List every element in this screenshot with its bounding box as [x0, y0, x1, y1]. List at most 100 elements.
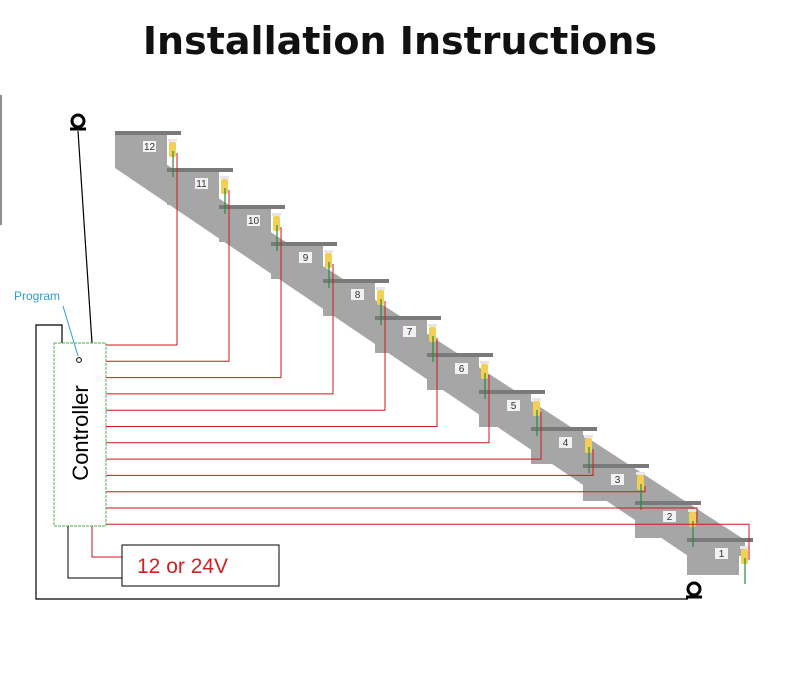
- step-number: 7: [407, 327, 413, 338]
- step-number-badge: [403, 326, 416, 337]
- stair-led-housing: [688, 509, 697, 512]
- stair-tread: [219, 205, 285, 209]
- step-number: 1: [719, 549, 725, 560]
- stair-tread: [687, 538, 753, 542]
- stair-led-housing: [584, 435, 593, 438]
- stair-tread: [635, 501, 701, 505]
- stair-led-light: [481, 364, 488, 379]
- step-number: 6: [459, 364, 465, 375]
- step-number-badge: [507, 400, 520, 411]
- step-wire: [106, 153, 178, 346]
- stair-led-light: [377, 290, 384, 305]
- stair-riser: [271, 246, 323, 279]
- stair-led-light: [637, 475, 644, 490]
- stair-riser: [479, 394, 531, 427]
- sensor-bottom-wire: [35, 324, 688, 600]
- stair-riser: [375, 320, 427, 353]
- stair-led-light: [325, 253, 332, 268]
- stair-tread: [167, 168, 233, 172]
- step-number-badge: [195, 178, 208, 189]
- power-supply-label: 12 or 24V: [137, 555, 228, 578]
- controller-box: [53, 342, 107, 527]
- step-number-badge: [455, 363, 468, 374]
- stair-led-housing: [168, 139, 177, 142]
- wiring: [106, 151, 750, 584]
- step-number: 4: [563, 438, 569, 449]
- sensor-top-wire: [77, 130, 93, 344]
- staircase: 12 11 10 9 8 7 6 5 4 3 2 1: [115, 131, 753, 575]
- step-number: 9: [303, 253, 309, 264]
- stair-riser: [323, 283, 375, 316]
- stair-led-light: [169, 142, 176, 157]
- stair-led-light: [585, 438, 592, 453]
- stair-riser: [687, 542, 739, 575]
- stair-led-housing: [740, 546, 749, 549]
- stair-led-housing: [324, 250, 333, 253]
- sensor-bottom-icon: [686, 581, 702, 599]
- stair-tread: [375, 316, 441, 320]
- step-number: 3: [615, 475, 621, 486]
- stair-led-light: [429, 327, 436, 342]
- program-label: Program: [14, 289, 60, 303]
- program-pointer: [62, 305, 79, 357]
- stair-tread: [323, 279, 389, 283]
- stair-led-housing: [376, 287, 385, 290]
- stair-led-housing: [272, 213, 281, 216]
- sensor-top-icon: [70, 113, 86, 131]
- step-number: 10: [248, 216, 260, 227]
- program-button[interactable]: [76, 357, 82, 363]
- controller-power-wire: [91, 526, 122, 558]
- stair-led-housing: [636, 472, 645, 475]
- step-wire: [106, 264, 334, 395]
- stair-tread: [531, 427, 597, 431]
- stair-riser: [635, 505, 687, 538]
- step-number-badge: [351, 289, 364, 300]
- power-supply-box: [121, 544, 280, 587]
- step-wire: [106, 507, 698, 523]
- step-wire: [106, 449, 594, 476]
- stair-tread: [583, 464, 649, 468]
- stair-tread: [427, 353, 493, 357]
- stair-led-light: [689, 512, 696, 527]
- stair-led-light: [273, 216, 280, 231]
- step-number-badge: [559, 437, 572, 448]
- step-wire: [106, 227, 282, 379]
- stair-led-light: [221, 179, 228, 194]
- stair-led-light: [741, 549, 748, 564]
- step-wire: [106, 486, 646, 493]
- stair-tread: [115, 131, 181, 135]
- page-title: Installation Instructions: [143, 19, 657, 63]
- step-number: 2: [667, 512, 673, 523]
- step-number-badge: [611, 474, 624, 485]
- controller-label: Controller: [68, 385, 93, 480]
- step-number-badge: [143, 141, 156, 152]
- stair-riser: [583, 468, 635, 501]
- stair-led-housing: [480, 361, 489, 364]
- controller-ground-wire: [67, 526, 122, 579]
- stair-led-housing: [428, 324, 437, 327]
- stair-led-housing: [532, 398, 541, 401]
- step-number: 11: [196, 179, 207, 190]
- stair-riser: [219, 209, 271, 242]
- stair-led-housing: [220, 176, 229, 179]
- step-wire: [106, 190, 230, 362]
- step-number: 8: [355, 290, 361, 301]
- step-number-badge: [299, 252, 312, 263]
- step-wire: [106, 412, 542, 460]
- stair-tread: [479, 390, 545, 394]
- step-number-badge: [663, 511, 676, 522]
- stair-tread: [271, 242, 337, 246]
- step-wire: [106, 375, 490, 444]
- stair-led-light: [533, 401, 540, 416]
- step-number-badge: [247, 215, 260, 226]
- step-number-badge: [715, 548, 728, 559]
- stair-riser: [115, 135, 167, 168]
- step-number: 12: [144, 142, 156, 153]
- step-wire: [106, 523, 750, 560]
- stair-riser: [167, 172, 219, 205]
- step-number: 5: [511, 401, 517, 412]
- stair-riser: [531, 431, 583, 464]
- step-wire: [106, 338, 438, 427]
- step-wire: [106, 301, 386, 411]
